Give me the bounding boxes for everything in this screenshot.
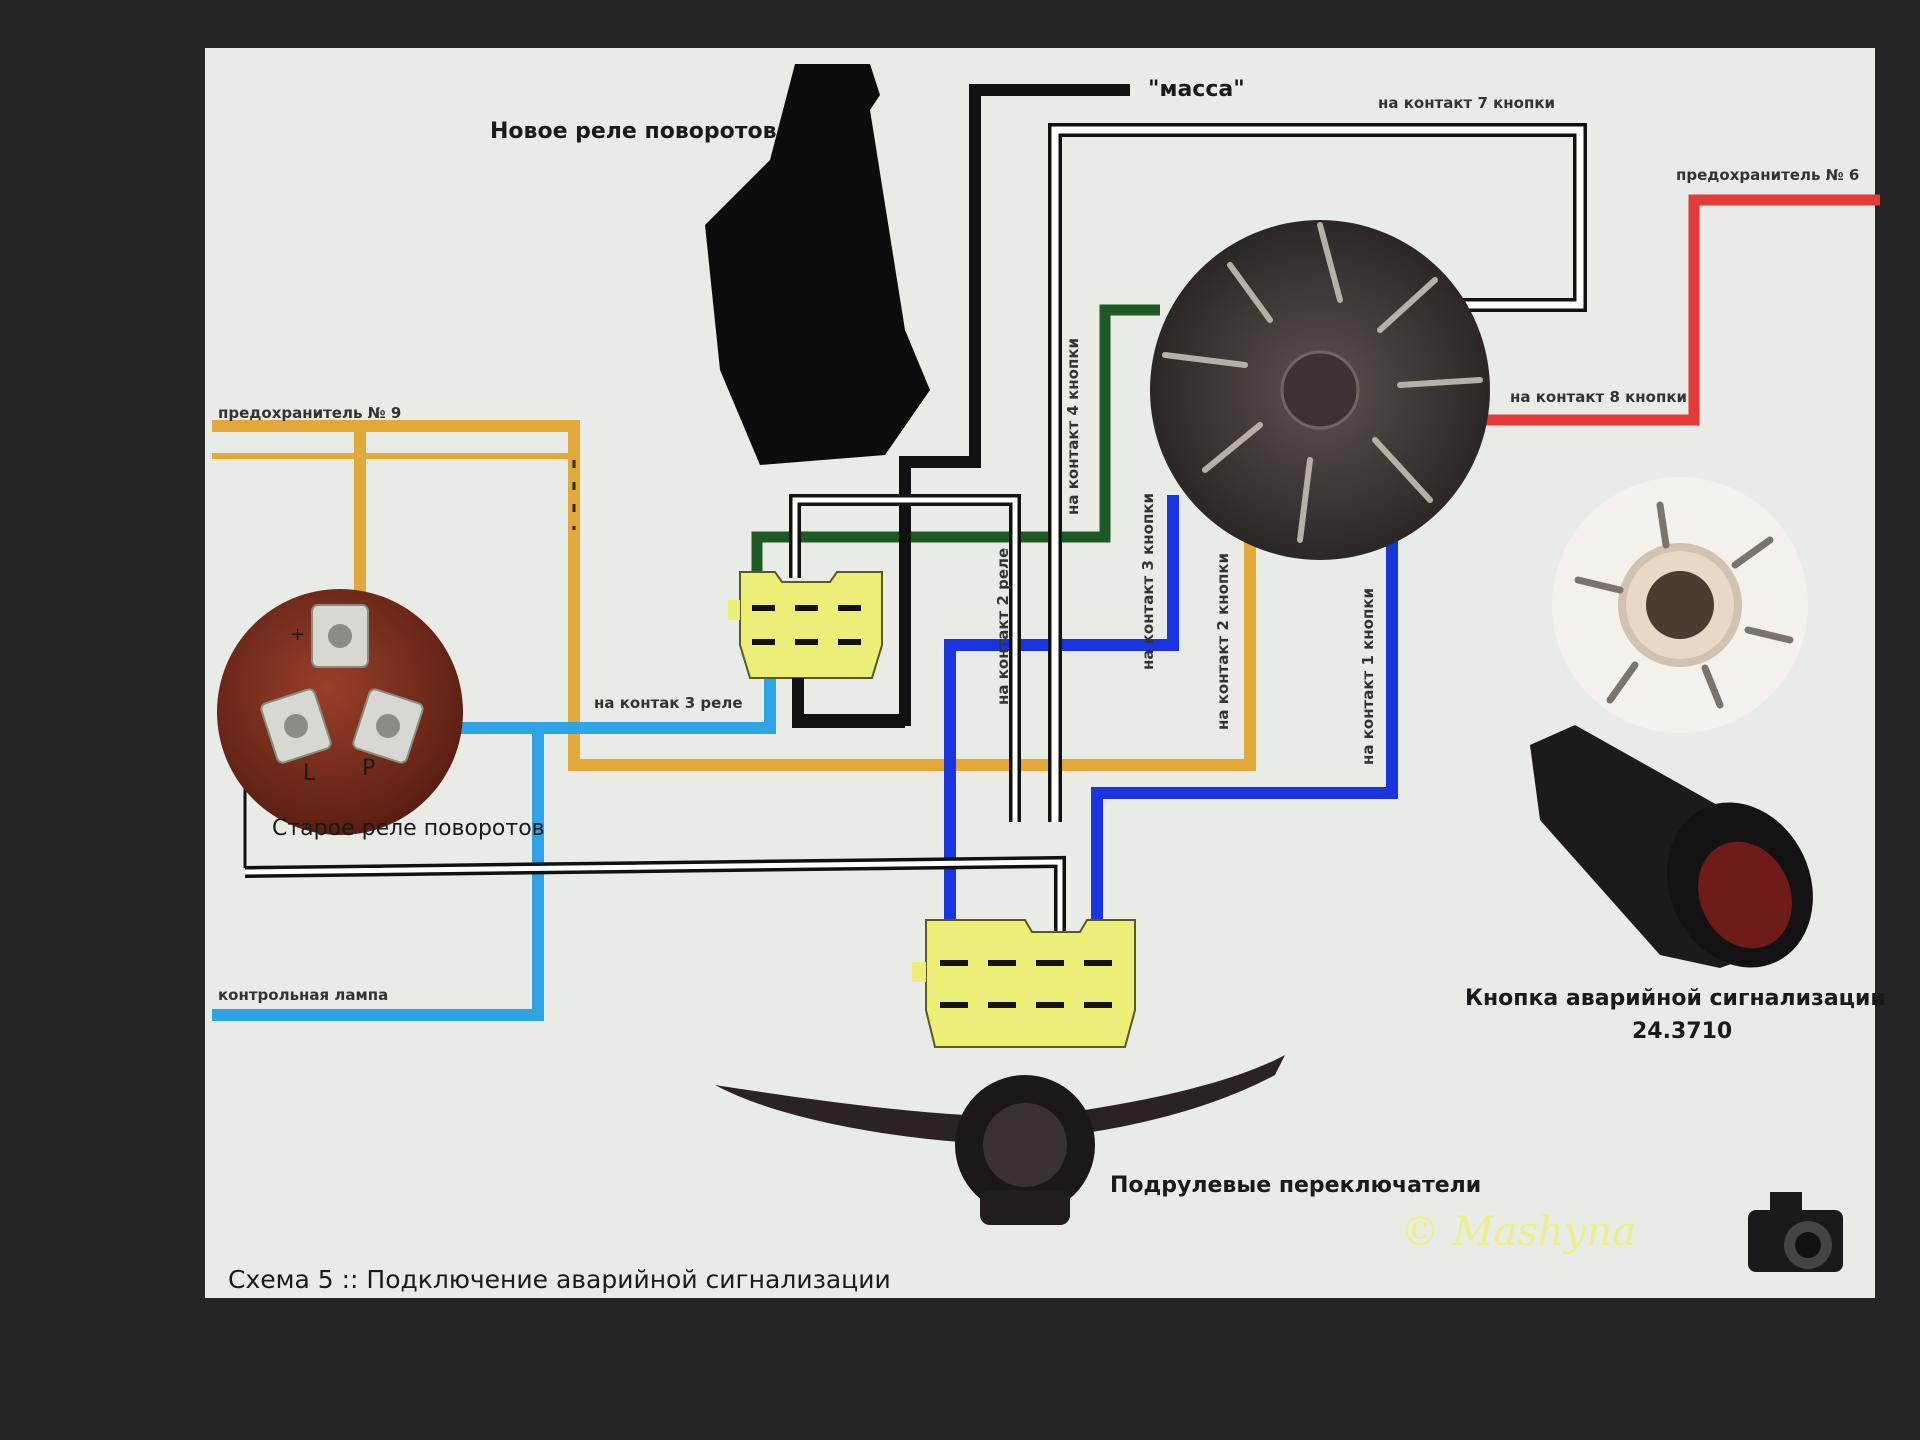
wire-black-loop (792, 678, 905, 728)
column-switches (715, 1055, 1285, 1225)
relay-connector (728, 571, 883, 679)
fuse6-label: предохранитель № 6 (1676, 166, 1859, 184)
relay-pin-l: L (303, 761, 316, 786)
control-lamp-label: контрольная лампа (218, 986, 388, 1004)
wire-orange (212, 420, 1256, 771)
wires (212, 84, 1880, 1021)
wire-green (751, 304, 1160, 578)
watermark: © Mashyna (1400, 1209, 1636, 1255)
btn-contact2-label: на контакт 2 кнопки (1214, 553, 1232, 730)
relay-pin-plus: + (290, 624, 305, 645)
btn-contact8-label: на контакт 8 кнопки (1510, 388, 1687, 406)
relay-contact2-label: на контакт 2 реле (994, 548, 1012, 705)
diagram-caption: Схема 5 :: Подключение аварийной сигнали… (228, 1265, 891, 1294)
btn-contact7-label: на контакт 7 кнопки (1378, 94, 1555, 112)
mass-label: "масса" (1148, 77, 1245, 102)
new-relay-label: Новое реле поворотов (490, 119, 777, 144)
camera-icon (1748, 1192, 1843, 1272)
relay-contact3-label: на контак 3 реле (594, 694, 743, 712)
new-relay-body (705, 64, 930, 465)
column-switches-label: Подрулевые переключатели (1110, 1173, 1481, 1198)
switch-connector (912, 919, 1136, 1048)
old-relay: + L P (217, 589, 463, 835)
hazard-button-label: Кнопка аварийной сигнализации (1465, 986, 1886, 1011)
wire-lightblue (212, 670, 776, 1021)
btn-contact4-label: на контакт 4 кнопки (1064, 338, 1082, 515)
old-relay-label: Старое реле поворотов (272, 816, 545, 841)
relay-pin-p: P (362, 756, 375, 781)
wire-red (1480, 194, 1880, 426)
wire-white (243, 123, 1587, 935)
hazard-button-model: 24.3710 (1632, 1019, 1732, 1044)
hazard-button-photo (1530, 477, 1813, 968)
btn-contact1-label: на контакт 1 кнопки (1359, 588, 1377, 765)
hazard-button-contacts (1150, 220, 1490, 560)
btn-contact3-label: на контакт 3 кнопки (1139, 493, 1157, 670)
fuse9-label: предохранитель № 9 (218, 404, 401, 422)
